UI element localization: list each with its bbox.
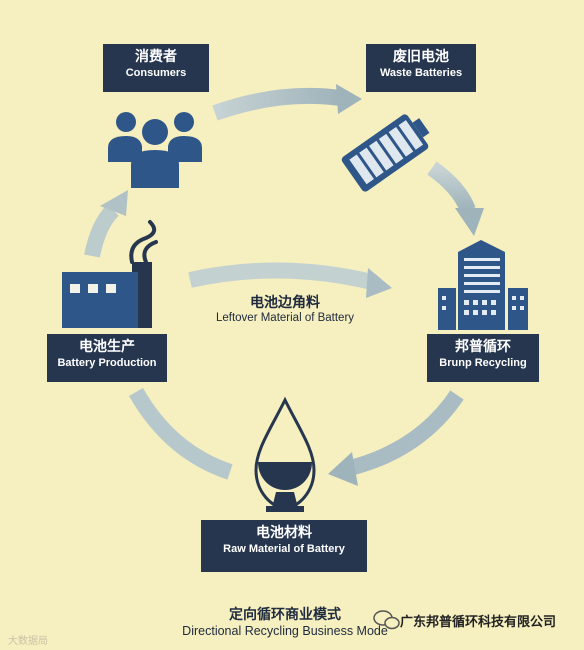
factory-icon bbox=[62, 220, 158, 328]
battery-icon bbox=[341, 114, 430, 192]
waste-batteries-label: 废旧电池 Waste Batteries bbox=[366, 44, 476, 92]
consumers-label: 消费者 Consumers bbox=[103, 44, 209, 92]
buildings-icon bbox=[438, 240, 528, 330]
people-group-icon bbox=[108, 112, 202, 188]
arrow-waste-to-brunp bbox=[427, 161, 484, 236]
raw-material-label: 电池材料 Raw Material of Battery bbox=[201, 520, 367, 572]
arrow-production-to-consumers bbox=[84, 190, 128, 258]
raw-material-en: Raw Material of Battery bbox=[223, 543, 345, 555]
waste-batteries-en: Waste Batteries bbox=[379, 67, 463, 79]
raw-material-zh: 电池材料 bbox=[256, 525, 312, 541]
arrow-consumers-to-waste bbox=[212, 84, 362, 121]
watermark-text: 大数据局 bbox=[8, 636, 48, 647]
leftover-en: Leftover Material of Battery bbox=[215, 312, 355, 324]
leftover-zh: 电池边角料 bbox=[250, 295, 320, 311]
company-name: 广东邦普循环科技有限公司 bbox=[400, 615, 557, 630]
brunp-recycling-zh: 邦普循环 bbox=[455, 339, 511, 355]
flask-drop-icon bbox=[254, 396, 316, 512]
brunp-recycling-label: 邦普循环 Brunp Recycling bbox=[427, 334, 539, 382]
battery-production-zh: 电池生产 bbox=[79, 339, 135, 355]
business-mode-zh: 定向循环商业模式 bbox=[229, 607, 341, 623]
business-mode-en: Directional Recycling Business Mode bbox=[182, 624, 388, 638]
battery-production-label: 电池生产 Battery Production bbox=[47, 334, 167, 382]
brunp-recycling-en: Brunp Recycling bbox=[439, 357, 527, 369]
battery-production-en: Battery Production bbox=[57, 357, 157, 369]
business-mode-title: 定向循环商业模式 Directional Recycling Business … bbox=[140, 604, 430, 638]
arrow-production-to-brunp bbox=[188, 262, 392, 298]
waste-batteries-zh: 废旧电池 bbox=[393, 49, 449, 65]
consumers-en: Consumers bbox=[125, 67, 187, 79]
leftover-material-label: 电池边角料 Leftover Material of Battery bbox=[180, 292, 390, 324]
arrow-brunp-to-raw bbox=[328, 390, 464, 486]
consumers-zh: 消费者 bbox=[135, 49, 177, 65]
wechat-icon bbox=[373, 610, 400, 630]
arrow-raw-to-production bbox=[129, 387, 233, 480]
